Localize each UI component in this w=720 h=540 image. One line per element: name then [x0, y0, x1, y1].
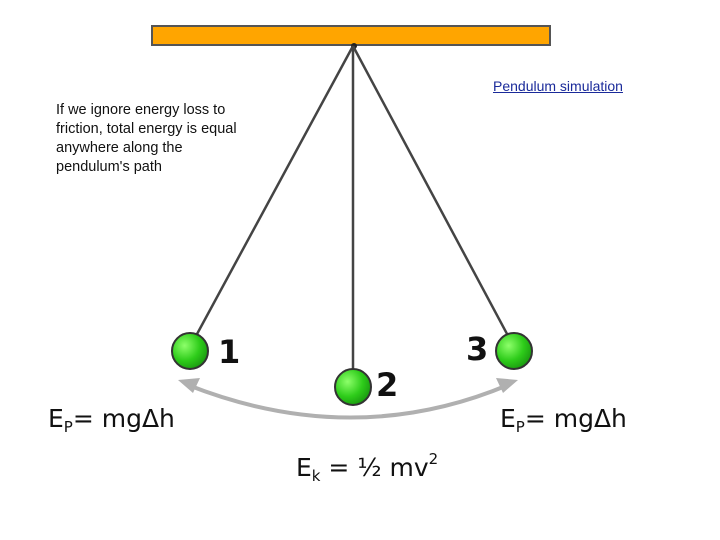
eq-left-subscript: P: [63, 418, 73, 436]
eq-bottom-rest: = ½ mv: [320, 453, 429, 482]
support-bar: [151, 25, 551, 46]
string-left: [188, 45, 355, 348]
equation-potential-right: EP= mgΔh: [500, 404, 627, 436]
bob-position-3: [495, 332, 533, 370]
arc-arrowhead-right: [496, 378, 518, 393]
eq-right-subscript: P: [515, 418, 525, 436]
eq-left-rest: = mgΔh: [72, 404, 175, 433]
eq-bottom-symbol: E: [296, 453, 312, 482]
label-position-3: 3: [466, 330, 488, 368]
eq-right-rest: = mgΔh: [524, 404, 627, 433]
equation-kinetic: Ek = ½ mv2: [296, 450, 438, 485]
pendulum-simulation-link[interactable]: Pendulum simulation: [493, 78, 623, 94]
equation-potential-left: EP= mgΔh: [48, 404, 175, 436]
label-position-1: 1: [218, 333, 240, 371]
string-right: [351, 45, 516, 348]
bob-position-2: [334, 368, 372, 406]
energy-note: If we ignore energy loss to friction, to…: [56, 102, 237, 175]
eq-right-symbol: E: [500, 404, 516, 433]
label-position-2: 2: [376, 366, 398, 404]
eq-bottom-superscript: 2: [428, 450, 439, 468]
arc-arrowhead-left: [178, 378, 200, 393]
eq-bottom-subscript: k: [311, 467, 321, 485]
bob-position-1: [171, 332, 209, 370]
eq-left-symbol: E: [48, 404, 64, 433]
swing-arc: [187, 383, 509, 420]
